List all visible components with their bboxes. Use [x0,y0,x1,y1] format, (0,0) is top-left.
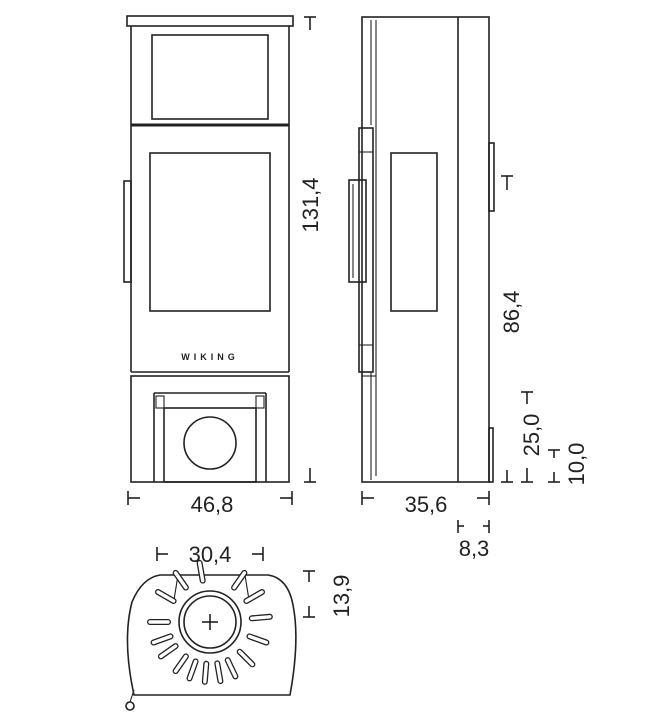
vent-slot-inner [173,654,188,673]
front-air-inlet [183,416,237,470]
bottom-offset-label: 8,3 [459,536,490,561]
top-flue-outlet [178,590,242,654]
vent-slot-inner [250,615,272,620]
vent-slot-inner [237,650,255,667]
top-outlet-diameter-label: 30,4 [189,542,232,567]
vent-slot-inner [197,561,205,583]
outlet-height-label: 86,4 [499,291,524,334]
vent-slot-inner [151,634,173,645]
top-vents [147,559,273,685]
top-view [125,559,297,711]
total-height-label: 131,4 [298,177,323,232]
side-view [348,16,495,483]
vent-slot-inner [225,658,238,679]
front-width-dimension: 46,8 [127,491,293,517]
vent-slot-inner [173,571,188,590]
vent-slot-inner [203,662,209,684]
vent-slot-inner [156,590,176,603]
bottom-offset-dimension: 8,3 [457,520,490,561]
air-inlet-height-label: 25,0 [519,414,544,457]
top-outlet-offset-dimension: 13,9 [303,570,354,618]
side-depth-label: 35,6 [405,492,448,517]
top-outlet-diameter-dimension: 30,4 [156,542,264,567]
vent-slot-inner [244,590,264,603]
vent-slot-inner [247,634,269,645]
front-width-label: 46,8 [191,492,234,517]
bottom-inlet-height-label: 10,0 [564,443,589,486]
front-view: WIKING [123,15,294,483]
bottom-inlet-height-dimension: 10,0 [548,443,589,486]
vent-slot-inner [187,659,198,681]
side-depth-dimension: 35,6 [361,491,490,517]
logo-wiking: WIKING [181,352,239,362]
vent-slot-inner [159,644,178,659]
vent-slot-inner [232,571,247,590]
vent-slot-inner [215,661,223,683]
air-inlet-height-dimension: 25,0 [519,391,544,483]
total-height-dimension: 131,4 [298,16,323,483]
outlet-height-dimension: 86,4 [499,175,524,483]
top-outlet-offset-label: 13,9 [329,575,354,618]
